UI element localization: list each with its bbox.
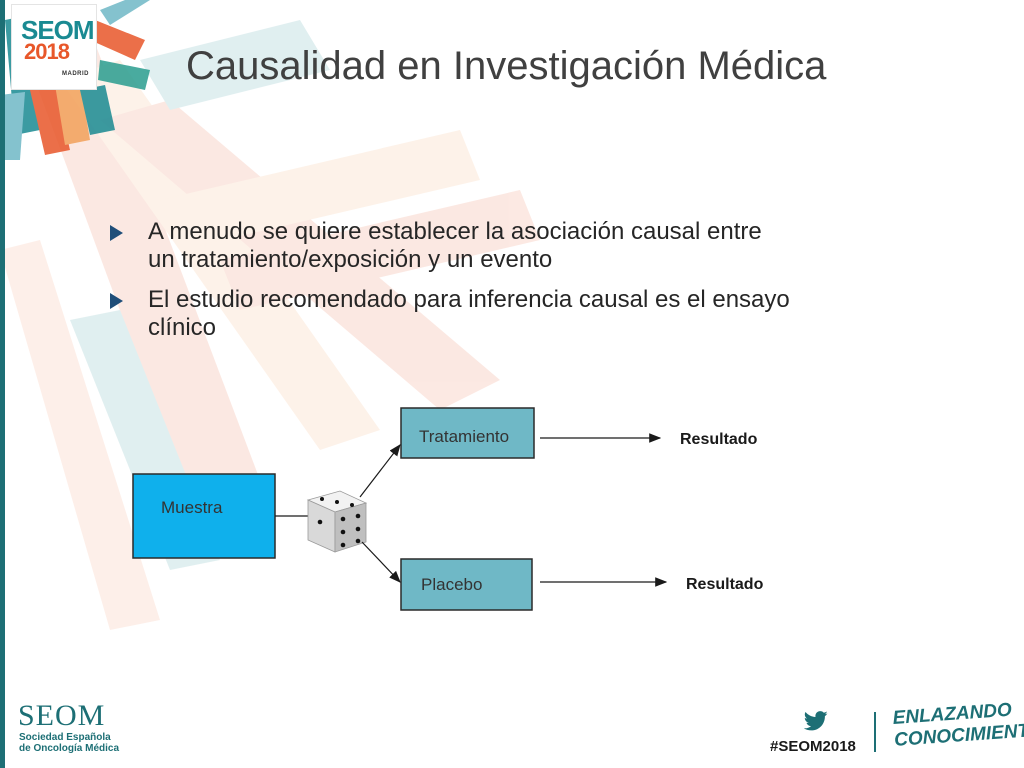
branch-line-treatment: [359, 444, 401, 498]
treatment-label: Tratamiento: [419, 427, 509, 446]
footer-org-name: SEOM: [18, 699, 106, 732]
logo-line-city: MADRID: [62, 71, 89, 77]
hashtag: #SEOM2018: [770, 738, 856, 755]
sample-box: [132, 473, 276, 559]
result-label-top: Resultado: [680, 431, 758, 448]
footer-divider: [874, 712, 876, 752]
slide-title: Causalidad en Investigación Médica: [186, 44, 827, 88]
footer-org-sub-line1: Sociedad Española: [19, 732, 111, 743]
placebo-label: Placebo: [421, 575, 482, 594]
footer-org-sub-line2: de Oncología Médica: [19, 743, 120, 754]
triangle-bullet-icon: [110, 293, 123, 309]
triangle-bullet-icon: [110, 225, 123, 241]
placebo-box: [400, 558, 533, 611]
sample-label: Muestra: [161, 498, 223, 517]
bullet-item: El estudio recomendado para inferencia c…: [110, 286, 790, 342]
dice-icon: [306, 490, 368, 553]
result-label-bottom: Resultado: [686, 576, 764, 593]
logo-line-year: 2018: [24, 39, 70, 64]
bullet-text: A menudo se quiere establecer la asociac…: [148, 218, 762, 273]
logo-line-seom: SEOM: [21, 15, 95, 45]
bullet-item: A menudo se quiere establecer la asociac…: [110, 218, 790, 274]
twitter-bird-icon: [804, 711, 828, 731]
seom-2018-logo: SEOM 2018 MADRID: [12, 5, 96, 89]
seom-society-logo: SEOM Sociedad Española de Oncología Médi…: [18, 699, 120, 755]
branch-line-placebo: [361, 541, 401, 583]
enlazando-conocimiento-slogan: ENLAZANDO CONOCIMIENTO: [892, 698, 1024, 752]
left-accent-bar: [0, 0, 5, 768]
treatment-box: [400, 407, 535, 459]
bullet-text: El estudio recomendado para inferencia c…: [148, 286, 790, 341]
bullet-list: A menudo se quiere establecer la asociac…: [110, 218, 790, 354]
